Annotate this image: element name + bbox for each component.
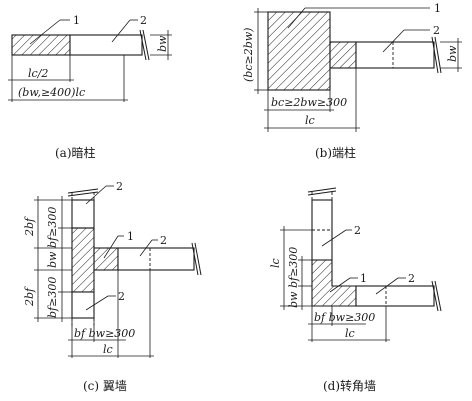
panel-c-hatched-flange [71, 227, 95, 293]
panel-b-caption: (b)端柱 [315, 145, 356, 160]
panel-d-hatched-corner [311, 259, 357, 307]
panel-c-callout-2-bottom: 2 [118, 290, 125, 303]
panel-b-dim-bc: bc≥2bw≥300 [271, 96, 347, 109]
panel-c-flange-top [71, 199, 95, 229]
panel-a-dim-full: (bw,≥400)lc [18, 86, 85, 99]
panel-d-dim-vertical-left: bw bf≥300 [287, 247, 300, 308]
panel-b-wall [355, 41, 435, 69]
panel-d-dim-bottom: bf bw≥300 [314, 311, 375, 324]
panel-c-dim-bw: bw [46, 251, 59, 268]
panel-d-horizontal-wall [355, 285, 435, 307]
panel-a-dim-half: lc/2 [28, 67, 48, 80]
panel-b-callout-2: 2 [433, 24, 440, 37]
panel-c-callout-1: 1 [127, 230, 134, 243]
panel-c-hatched-web [93, 247, 119, 271]
panel-c-caption: (c) 翼墙 [83, 379, 127, 393]
panel-d-callout-2-right: 2 [408, 272, 415, 285]
panel-c-dim-bottom: bf bw≥300 [74, 327, 135, 340]
panel-a-callout-2: 2 [140, 14, 147, 27]
panel-c-dim-bf-bottom: bf≥300 [46, 277, 59, 318]
panel-c-callout-2-right: 2 [160, 234, 167, 247]
panel-b-hatched-wall-stub [329, 41, 357, 69]
panel-b-callout-1: 1 [434, 2, 441, 15]
panel-b-hatched-column [267, 11, 331, 91]
panel-a-wall [69, 34, 143, 56]
panel-c-dim-lc: lc [103, 343, 113, 356]
panel-a-hatched-column [11, 34, 71, 56]
panel-b-dim-vertical: (bc≥2bw) [242, 28, 255, 82]
panel-c-flange-wall: 2 1 2 2 2bf 2bf bf≥300 bw bf≥300 bf bw≥3… [23, 180, 202, 393]
panel-c-flange-bottom [71, 291, 95, 319]
panel-c-web-wall [117, 247, 195, 271]
panel-c-dim-2bf-bottom: 2bf [23, 286, 36, 307]
panel-b-end-column: 1 2 (bc≥2bw) bw bc≥2bw≥300 lc (b)端柱 [242, 2, 462, 160]
panel-a-dim-bw: bw [156, 35, 169, 52]
panel-d-corner-wall: 2 1 2 lc bw bf≥300 bf bw≥300 lc (d)转角墙 [269, 187, 442, 393]
panel-c-dim-2bf-top: 2bf [23, 216, 36, 237]
panel-d-caption: (d)转角墙 [323, 378, 376, 393]
panel-a-caption: (a)暗柱 [55, 145, 96, 160]
panel-b-dim-lc: lc [305, 114, 315, 127]
panel-c-dim-bf-top: bf≥300 [46, 207, 59, 248]
panel-c-callout-2-top: 2 [116, 180, 123, 193]
panel-b-dim-bw: bw [446, 45, 459, 62]
panel-a-concealed-column: 1 2 bw lc/2 (bw,≥400)lc (a)暗柱 [8, 14, 172, 160]
panel-d-callout-1: 1 [360, 272, 367, 285]
panel-a-callout-1: 1 [73, 14, 80, 27]
panel-d-dim-lc: lc [345, 327, 355, 340]
panel-d-callout-2-top: 2 [354, 224, 361, 237]
panel-d-dim-lc-vertical: lc [269, 258, 282, 268]
